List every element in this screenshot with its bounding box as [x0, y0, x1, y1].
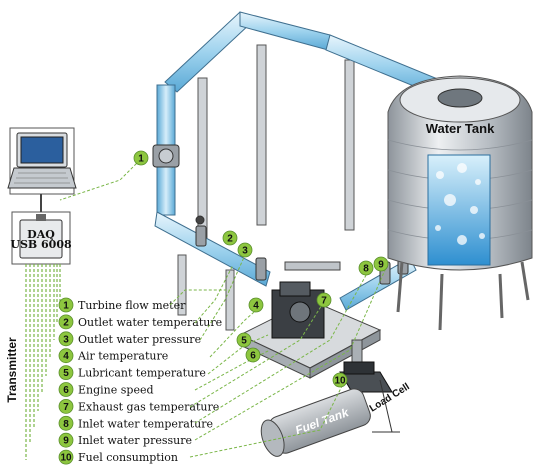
- sensor-label: Air temperature: [77, 350, 168, 363]
- diagram-marker-number: 3: [242, 246, 248, 257]
- sensor-legend-row: 9 Inlet water pressure: [58, 432, 192, 448]
- sensor-legend-row: 8 Inlet water temperature: [58, 415, 213, 431]
- diagram-marker-number: 8: [363, 264, 369, 275]
- sensor-number-badge: [58, 365, 74, 381]
- sensor-label: Inlet water temperature: [78, 417, 213, 430]
- sensor-number-badge: [58, 331, 74, 347]
- sensor-number-badge: [58, 382, 74, 397]
- sensor-number-badge: [58, 432, 74, 448]
- sensor-label: Outlet water temperature: [78, 316, 222, 329]
- diagram-marker: [237, 242, 253, 258]
- diagram-marker: [222, 230, 238, 246]
- sensor-number: 6: [63, 385, 69, 396]
- sensor-label: Lubricant temperature: [78, 367, 206, 380]
- sensor-legend-row: 10 Fuel consumption: [58, 449, 178, 465]
- sensor-number: 1: [63, 301, 69, 312]
- sensor-number-badge: [58, 398, 74, 414]
- diagram-marker: [248, 297, 264, 313]
- diagram-marker-number: 1: [138, 154, 144, 165]
- diagram-marker-number: 5: [241, 336, 247, 347]
- sensor-label: Engine speed: [78, 384, 154, 397]
- daq-label-line1: DAQ: [27, 228, 55, 241]
- sensor-label: Fuel consumption: [78, 451, 178, 464]
- diagram-marker: [316, 292, 332, 308]
- diagram-marker-number: 10: [334, 376, 346, 387]
- transmitter-bus: [25, 264, 61, 460]
- sensor-label: Outlet water pressure: [78, 333, 201, 346]
- sensor-legend-row: 7 Exhaust gas temperature: [58, 398, 219, 414]
- sensor-label: Turbine flow meter: [78, 299, 186, 312]
- transmitter-label: Transmitter: [5, 337, 19, 403]
- diagram-marker-number: 7: [321, 296, 327, 307]
- diagram-marker-number: 2: [227, 234, 233, 245]
- diagram-marker-number: 9: [378, 260, 384, 271]
- daq-module: DAQ USB 6008: [10, 211, 72, 265]
- diagram-marker: [332, 372, 348, 388]
- sensor-legend-row: 5 Lubricant temperature: [58, 365, 206, 381]
- sensor-number: 2: [63, 317, 69, 328]
- sensor-label: Exhaust gas temperature: [78, 400, 219, 413]
- sensor-number: 7: [63, 402, 69, 413]
- sensor-label: Inlet water pressure: [78, 434, 192, 447]
- sensor-number: 4: [63, 351, 69, 362]
- pipe-supports: [177, 44, 355, 331]
- diagram-marker: [133, 150, 149, 166]
- sensor-number: 9: [63, 436, 69, 447]
- laptop: [7, 127, 77, 195]
- diagram-marker: [358, 260, 374, 276]
- sensor-number: 3: [63, 334, 69, 345]
- sensor-legend-row: 4 Air temperature: [58, 348, 168, 364]
- sensor-number: 8: [63, 419, 69, 430]
- sensor-legend-row: 1 Turbine flow meter: [58, 297, 186, 313]
- diagram-marker-number: 6: [250, 351, 256, 362]
- engine-test-bench: [238, 261, 382, 379]
- sensor-number-badge: [58, 449, 74, 465]
- sensor-legend: 1 Turbine flow meter 2 Outlet water tempera…: [58, 297, 222, 465]
- sensor-legend-row: 6 Engine speed: [58, 382, 154, 397]
- diagram-marker: [236, 332, 252, 348]
- daq-label-line2: USB 6008: [10, 238, 72, 251]
- diagram-marker: [373, 256, 389, 272]
- sensor-number: 5: [63, 368, 69, 379]
- sensor-number: 10: [60, 453, 72, 464]
- sensor-number-badge: [58, 348, 74, 364]
- diagram-marker: [245, 347, 261, 363]
- sensor-legend-row: 2 Outlet water temperature: [58, 314, 222, 330]
- water-tank-label: Water Tank: [426, 121, 495, 136]
- water-tank: Water Tank: [387, 75, 533, 331]
- sensor-number-badge: [58, 415, 74, 431]
- sensor-number-badge: [58, 314, 74, 330]
- sensor-legend-row: 3 Outlet water pressure: [58, 331, 201, 347]
- diagram-marker-number: 4: [253, 301, 259, 312]
- sensor-number-badge: [58, 297, 74, 313]
